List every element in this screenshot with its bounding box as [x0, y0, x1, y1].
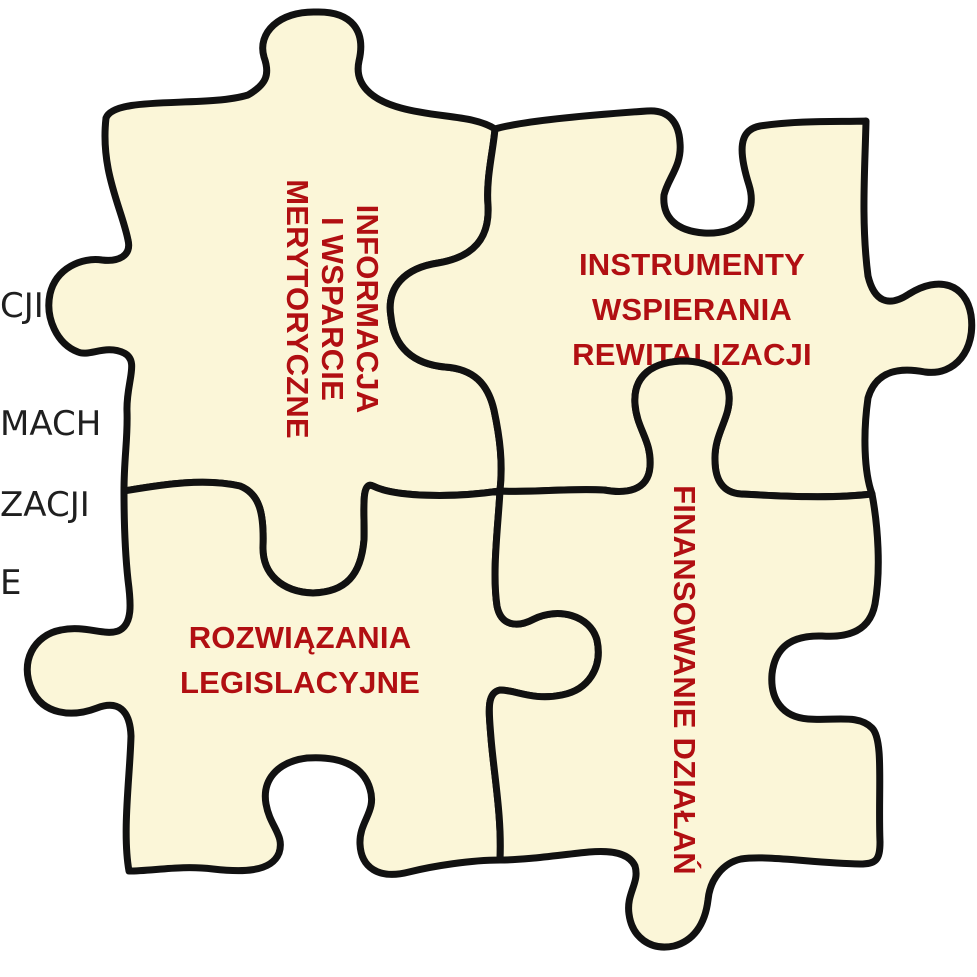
bottom-left-label-line-1: ROZWIĄZANIA	[189, 620, 412, 655]
top-left-label-line-3: MERYTORYCZNE	[280, 179, 315, 439]
bottom-left-piece-shape	[23, 478, 602, 878]
bottom-left-piece: ROZWIĄZANIA LEGISLACYJNE	[23, 478, 602, 878]
top-left-label-line-1: INFORMACJA	[350, 205, 385, 414]
top-right-label-line-2: WSPIERANIA	[592, 292, 792, 327]
bottom-right-piece-label: FINANSOWANIE DZIAŁAŃ	[667, 485, 702, 875]
bottom-right-label-line-1: FINANSOWANIE DZIAŁAŃ	[667, 485, 702, 875]
top-right-label-line-1: INSTRUMENTY	[579, 247, 805, 282]
bottom-left-label-line-2: LEGISLACYJNE	[180, 665, 420, 700]
bottom-right-piece: FINANSOWANIE DZIAŁAŃ	[485, 357, 884, 951]
top-right-piece-label: INSTRUMENTY WSPIERANIA REWITALIZACJI	[572, 247, 811, 372]
top-left-piece-label: INFORMACJA I WSPARCIE MERYTORYCZNE	[280, 179, 385, 439]
bottom-left-piece-label: ROZWIĄZANIA LEGISLACYJNE	[180, 620, 420, 700]
bottom-right-piece-shape	[485, 357, 884, 951]
top-left-label-line-2: I WSPARCIE	[315, 217, 350, 401]
